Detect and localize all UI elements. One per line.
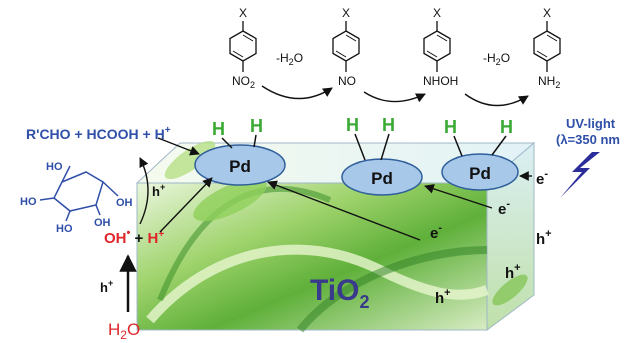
glucose-label: OH xyxy=(116,197,133,209)
pd-label: Pd xyxy=(371,169,393,188)
electron-arrow xyxy=(424,184,493,209)
h-pd-bonds xyxy=(221,133,507,161)
svg-text:NO2: NO2 xyxy=(232,74,255,90)
pd-label: Pd xyxy=(229,157,251,176)
leaf-shape xyxy=(164,140,216,180)
hole-label: h+ xyxy=(536,228,552,248)
water-loss-label: -H2O xyxy=(483,51,510,67)
pd-particle: Pd xyxy=(194,144,286,186)
electron-label: e- xyxy=(430,222,442,242)
water-loss-label: -H2O xyxy=(276,51,303,67)
svg-text:X: X xyxy=(342,6,350,20)
molecule-hydroxylamine: X NHOH xyxy=(423,6,458,88)
leaf-shape xyxy=(492,274,528,306)
electron-arrow xyxy=(267,180,421,241)
pd-particle: Pd xyxy=(441,153,519,191)
hole-label: h+ xyxy=(100,278,113,295)
glucose-molecule: HO HO HO OH OH xyxy=(20,161,133,235)
uv-bolt-icon xyxy=(560,152,600,198)
proton-arrow xyxy=(159,177,213,233)
glucose-label: OH xyxy=(94,217,111,229)
leaf-swirl xyxy=(146,244,489,324)
electron-label: e- xyxy=(498,198,510,218)
oxidation-arrow xyxy=(139,157,149,225)
water-label: H2O xyxy=(108,320,140,342)
svg-text:X: X xyxy=(433,6,441,20)
svg-text:X: X xyxy=(239,6,247,20)
hydrogen-label: H xyxy=(250,116,263,136)
electron-label: e- xyxy=(536,168,548,188)
pd-label: Pd xyxy=(469,164,491,183)
tio2-label: TiO2 xyxy=(310,274,369,312)
hole-label: h+ xyxy=(435,287,451,307)
glucose-label: HO xyxy=(46,161,63,173)
hydrogen-label: H xyxy=(444,117,457,137)
radical-line: OH• + H+ xyxy=(104,227,164,247)
hydrogen-label: H xyxy=(500,117,513,137)
leaf-swirl xyxy=(296,246,488,333)
svg-text:X: X xyxy=(543,6,551,20)
uv-wavelength-label: (λ=350 nm xyxy=(556,132,620,147)
hydrogen-label: H xyxy=(382,115,395,135)
svg-text:NH2: NH2 xyxy=(538,74,560,90)
svg-text:NO: NO xyxy=(338,74,356,88)
products-line: R'CHO + HCOOH + H+ xyxy=(26,125,171,142)
glucose-label: HO xyxy=(20,196,37,208)
molecule-aniline: X NH2 xyxy=(533,6,561,90)
hole-label: h+ xyxy=(505,262,521,282)
molecule-nitro: X NO2 xyxy=(229,6,257,90)
hydrogen-label: H xyxy=(346,115,359,135)
hydrogen-label: H xyxy=(212,119,225,139)
reaction-arrows xyxy=(261,85,529,107)
hole-label: h+ xyxy=(152,182,165,199)
glucose-label: HO xyxy=(56,223,73,235)
leaf-shape xyxy=(193,178,267,222)
uv-light-label: UV-light xyxy=(566,116,616,131)
products-arrow xyxy=(157,137,200,156)
pd-particle: Pd xyxy=(341,158,423,196)
hydrogen-atoms: H H H H H H xyxy=(212,115,513,139)
svg-text:NHOH: NHOH xyxy=(423,74,458,88)
molecule-nitroso: X NO xyxy=(332,6,360,88)
